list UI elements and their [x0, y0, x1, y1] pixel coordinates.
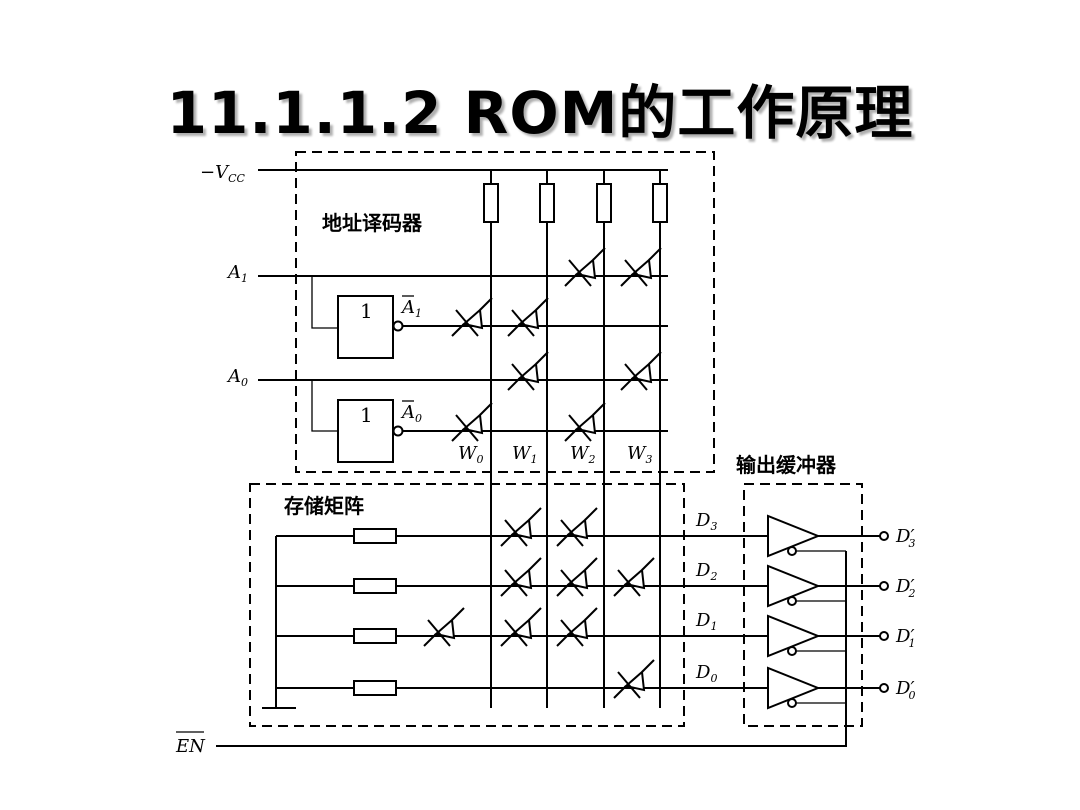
bit-lines [276, 528, 768, 696]
pulldown-resistor-d3 [353, 528, 397, 544]
storage-diode-0 [500, 507, 542, 547]
storage-diode-3 [556, 557, 598, 597]
output-terminal-d2 [879, 581, 889, 591]
a0-label: A0 [226, 366, 248, 389]
a0-bar-label: A0 [400, 402, 422, 425]
inverter-a0-label: 1 [360, 403, 373, 427]
buffer-d3 [767, 514, 821, 558]
decoder-diode-2 [451, 297, 493, 337]
pullup-resistor-w1 [539, 183, 555, 223]
pulldown-resistor-d1 [353, 628, 397, 644]
storage-diode-7 [556, 607, 598, 647]
buffer-d1-enable [787, 646, 797, 656]
pullup-resistor-w2 [596, 183, 612, 223]
vcc-label: −VCC [200, 162, 246, 185]
decoder-diode-4 [507, 351, 549, 391]
d1-out-label: D′1 [895, 626, 916, 650]
pulldown-resistor-d2 [353, 578, 397, 594]
d1-label: D1 [695, 610, 717, 633]
a1-bar-label: A1 [400, 297, 422, 320]
inverter-a0-bubble [392, 425, 404, 437]
storage-diode-4 [613, 557, 655, 597]
buffer-d2 [767, 564, 821, 608]
d2-label: D2 [695, 560, 717, 583]
pulldown-resistor-d0 [353, 680, 397, 696]
diode-array [423, 247, 662, 699]
slide-title: 11.1.1.2 ROM的工作原理 [166, 79, 914, 147]
decoder-label: 地址译码器 [322, 211, 423, 235]
address-decoder-box [295, 151, 715, 473]
output-terminal-d1 [879, 631, 889, 641]
decoder-diode-7 [564, 402, 606, 442]
enable-label: EN [175, 736, 206, 757]
buffer-d2-enable [787, 596, 797, 606]
storage-diode-2 [500, 557, 542, 597]
pullup-resistor-w3 [652, 183, 668, 223]
buffer-d3-enable [787, 546, 797, 556]
d2-out-label: D′2 [895, 576, 916, 600]
decoder-diode-6 [451, 402, 493, 442]
d0-label: D0 [695, 662, 717, 685]
storage-diode-6 [500, 607, 542, 647]
pullup-resistor-w0 [483, 183, 499, 223]
buffer-label: 输出缓冲器 [736, 453, 837, 477]
storage-label: 存储矩阵 [284, 494, 364, 518]
output-buffers [767, 514, 889, 710]
buffer-d1 [767, 614, 821, 658]
decoder-diode-5 [620, 351, 662, 391]
a1-label: A1 [226, 262, 248, 285]
enable-line [216, 551, 847, 747]
d3-out-label: D′3 [895, 526, 916, 550]
a0-to-inverter [311, 380, 338, 432]
inverter-a1-label: 1 [360, 299, 373, 323]
storage-diode-1 [556, 507, 598, 547]
decoder-diode-1 [620, 247, 662, 287]
a1-to-inverter [311, 276, 338, 329]
decoder-diode-3 [507, 297, 549, 337]
storage-diode-8 [613, 659, 655, 699]
storage-matrix-box [249, 483, 685, 727]
buffer-d0 [767, 666, 821, 710]
d3-label: D3 [695, 510, 717, 533]
d0-out-label: D′0 [895, 678, 916, 702]
output-buffer-box [743, 483, 863, 727]
storage-diode-5 [423, 607, 465, 647]
w1-label: W1 [512, 443, 538, 466]
w2-label: W2 [570, 443, 596, 466]
output-terminal-d0 [879, 683, 889, 693]
decoder-diode-0 [564, 247, 606, 287]
output-terminal-d3 [879, 531, 889, 541]
w3-label: W3 [627, 443, 653, 466]
buffer-d0-enable [787, 698, 797, 708]
w0-label: W0 [458, 443, 484, 466]
word-lines [483, 170, 668, 708]
inverter-a1-bubble [392, 320, 404, 332]
